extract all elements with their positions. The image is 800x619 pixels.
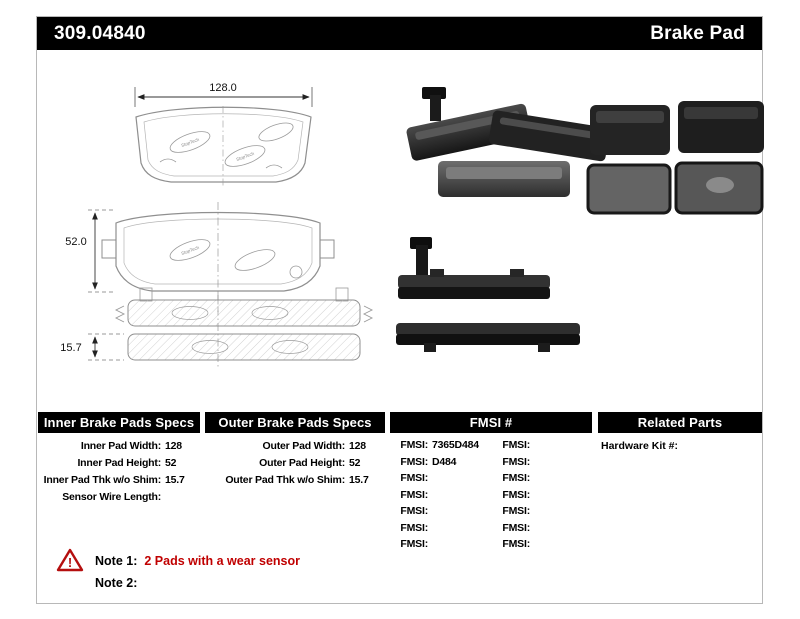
- spec-row: Sensor Wire Length:: [38, 488, 201, 505]
- fmsi-label: FMSI:: [400, 538, 428, 551]
- fmsi-label: FMSI:: [502, 472, 530, 485]
- related-row: Hardware Kit #:: [601, 437, 759, 454]
- photo-pad-profile-with-sensor: [398, 237, 550, 299]
- spec-label: Outer Pad Thk w/o Shim:: [225, 473, 345, 486]
- spec-row: Outer Pad Height: 52: [205, 454, 385, 471]
- spec-value: 52: [349, 456, 361, 469]
- inner-specs-header: Inner Brake Pads Specs: [38, 412, 200, 433]
- fmsi-row: FMSI:: [492, 520, 592, 537]
- fmsi-label: FMSI:: [502, 521, 530, 534]
- fmsi-value: D484: [432, 455, 457, 468]
- note-1-label: Note 1:: [95, 554, 138, 568]
- header-bar: 309.04840 Brake Pad: [37, 17, 762, 50]
- pad-backplate-drawing: 52.0 StopTech: [65, 202, 335, 312]
- note-1-text: 2 Pads with a wear sensor: [144, 554, 300, 568]
- outer-specs-header: Outer Brake Pads Specs: [205, 412, 385, 433]
- thickness-dim-label: 15.7: [60, 342, 81, 354]
- fmsi-row: FMSI:: [390, 487, 490, 504]
- fmsi-label: FMSI:: [502, 455, 530, 468]
- fmsi-label: FMSI:: [502, 505, 530, 518]
- stamp-text: StopTech: [180, 137, 200, 148]
- pad-front-drawing: StopTech StopTech: [135, 106, 312, 187]
- stamp-text: StopTech: [180, 245, 200, 256]
- fmsi-row: FMSI:: [492, 536, 592, 553]
- height-dim-label: 52.0: [65, 236, 86, 248]
- product-photos: [396, 87, 764, 352]
- note-2-label: Note 2:: [95, 576, 138, 590]
- spec-value: 128: [165, 439, 182, 452]
- photo-pad-set: [586, 101, 764, 215]
- spec-value: 128: [349, 439, 366, 452]
- fmsi-row: FMSI:: [390, 470, 490, 487]
- fmsi-row: FMSI:: [390, 503, 490, 520]
- spec-label: Inner Pad Thk w/o Shim:: [43, 473, 162, 486]
- pad-edge-drawing: 15.7: [60, 287, 374, 368]
- width-dim-label: 128.0: [209, 82, 237, 94]
- part-number: 309.04840: [54, 22, 146, 44]
- spec-label: Sensor Wire Length:: [62, 490, 161, 503]
- fmsi-column-1: FMSI: 7365D484 FMSI: D484 FMSI: FMSI: FM…: [390, 437, 490, 553]
- fmsi-label: FMSI:: [502, 538, 530, 551]
- note-2: Note 2:: [95, 576, 144, 590]
- fmsi-label: FMSI:: [502, 439, 530, 452]
- fmsi-column-2: FMSI: FMSI: FMSI: FMSI: FMSI: FMSI: FMSI…: [492, 437, 592, 553]
- fmsi-label: FMSI:: [502, 488, 530, 501]
- spec-row: Inner Pad Width: 128: [38, 437, 201, 454]
- note-1: Note 1: 2 Pads with a wear sensor: [95, 554, 300, 568]
- fmsi-row: FMSI:: [390, 536, 490, 553]
- inner-specs-column: Inner Pad Width: 128 Inner Pad Height: 5…: [38, 437, 201, 505]
- spec-row: Inner Pad Height: 52: [38, 454, 201, 471]
- fmsi-row: FMSI:: [492, 487, 592, 504]
- spec-row: Outer Pad Width: 128: [205, 437, 385, 454]
- warning-icon-glyph: !: [68, 555, 72, 570]
- spec-value: 52: [165, 456, 177, 469]
- spec-row: Inner Pad Thk w/o Shim: 15.7: [38, 471, 201, 488]
- photo-pad-profile: [396, 323, 580, 352]
- fmsi-label: FMSI:: [400, 488, 428, 501]
- fmsi-row: FMSI:: [492, 503, 592, 520]
- outer-specs-column: Outer Pad Width: 128 Outer Pad Height: 5…: [205, 437, 385, 488]
- fmsi-row: FMSI:: [390, 520, 490, 537]
- fmsi-row: FMSI:: [492, 437, 592, 454]
- spec-value: 15.7: [165, 473, 185, 486]
- photo-pads-with-sensor: [406, 87, 610, 197]
- fmsi-row: FMSI: 7365D484: [390, 437, 490, 454]
- related-label: Hardware Kit #:: [601, 439, 679, 452]
- fmsi-label: FMSI:: [400, 505, 428, 518]
- product-type-title: Brake Pad: [650, 22, 745, 44]
- fmsi-row: FMSI: D484: [390, 454, 490, 471]
- fmsi-label: FMSI:: [400, 521, 428, 534]
- spec-label: Outer Pad Height:: [259, 456, 345, 469]
- stamp-text: StopTech: [235, 151, 255, 162]
- fmsi-label: FMSI:: [400, 439, 428, 452]
- fmsi-header: FMSI #: [390, 412, 592, 433]
- spec-row: Outer Pad Thk w/o Shim: 15.7: [205, 471, 385, 488]
- fmsi-row: FMSI:: [492, 470, 592, 487]
- spec-value: 15.7: [349, 473, 369, 486]
- width-dimension: 128.0: [134, 82, 313, 107]
- warning-icon: !: [56, 548, 84, 572]
- related-parts-column: Hardware Kit #:: [601, 437, 759, 454]
- fmsi-value: 7365D484: [432, 439, 479, 452]
- technical-drawing: 128.0 StopTech StopTech 52.0: [60, 82, 374, 368]
- fmsi-label: FMSI:: [400, 455, 428, 468]
- related-parts-header: Related Parts: [598, 412, 762, 433]
- spec-label: Outer Pad Width:: [262, 439, 346, 452]
- spec-label: Inner Pad Height:: [77, 456, 161, 469]
- fmsi-label: FMSI:: [400, 472, 428, 485]
- fmsi-row: FMSI:: [492, 454, 592, 471]
- page-border: [36, 16, 763, 604]
- spec-label: Inner Pad Width:: [80, 439, 161, 452]
